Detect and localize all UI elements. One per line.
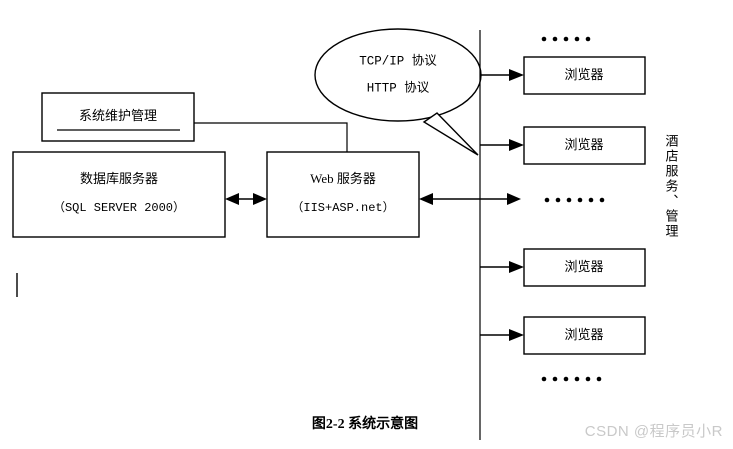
callout-tail — [422, 112, 479, 156]
browser-box-3-label: 浏览器 — [564, 259, 603, 274]
database-box-subtitle: （SQL SERVER 2000） — [53, 200, 185, 215]
arrow-to-browser-2 — [480, 139, 524, 151]
database-box — [12, 151, 226, 238]
callout-protocols: TCP/IP 协议 HTTP 协议 — [314, 28, 482, 156]
arrow-3-head — [509, 261, 524, 273]
maintenance-box-label: 系统维护管理 — [79, 108, 157, 123]
arrow-1-head — [509, 69, 524, 81]
arrow-2-head — [509, 139, 524, 151]
database-box-title: 数据库服务器 — [80, 171, 158, 186]
maintenance-box — [41, 92, 195, 142]
arrow-webserver-to-clients — [419, 193, 521, 205]
browser-box-3 — [523, 248, 646, 287]
db-web-arrowhead-right — [253, 193, 267, 205]
webserver-box-subtitle: （IIS+ASP.net） — [291, 200, 394, 215]
csdn-watermark: CSDN @程序员小R — [584, 423, 723, 440]
node-browser-3: 浏览器 — [523, 248, 646, 287]
node-database-server: 数据库服务器 （SQL SERVER 2000） — [12, 151, 226, 238]
connector-maintenance-to-webserver — [194, 122, 348, 152]
arrow-database-webserver — [225, 193, 267, 205]
arrow-4-head — [509, 329, 524, 341]
figure-caption: 图2-2 系统示意图 — [312, 415, 418, 432]
webserver-clients-arrowhead-left — [419, 193, 433, 205]
webserver-box-title: Web 服务器 — [310, 171, 376, 186]
arrow-to-browser-3 — [480, 261, 524, 273]
maintenance-webserver-path — [194, 122, 348, 152]
node-browser-2: 浏览器 — [523, 126, 646, 165]
browser-box-2-label: 浏览器 — [564, 137, 603, 152]
webserver-clients-arrowhead-right — [507, 193, 521, 205]
top-ellipsis-icon — [541, 36, 591, 42]
browser-box-4-label: 浏览器 — [564, 327, 603, 342]
webserver-box — [266, 151, 420, 238]
browser-box-2 — [523, 126, 646, 165]
arrow-to-browser-4 — [480, 329, 524, 341]
db-web-arrowhead-left — [225, 193, 239, 205]
arrow-to-browser-1 — [480, 69, 524, 81]
node-browser-4: 浏览器 — [523, 316, 646, 355]
callout-line-2: HTTP 协议 — [367, 79, 430, 95]
browser-box-1 — [523, 56, 646, 95]
node-browser-1: 浏览器 — [523, 56, 646, 95]
node-web-server: Web 服务器 （IIS+ASP.net） — [266, 151, 420, 238]
browser-box-1-label: 浏览器 — [564, 67, 603, 82]
browser-box-4 — [523, 316, 646, 355]
callout-line-1: TCP/IP 协议 — [359, 52, 437, 68]
bottom-ellipsis-icon — [541, 376, 602, 382]
middle-ellipsis-icon — [544, 197, 605, 203]
node-maintenance-management: 系统维护管理 — [41, 92, 195, 142]
clients-group-label: 酒店服务、管理 — [664, 134, 679, 239]
clients-group-label-text: 酒店服务、管理 — [664, 134, 679, 239]
callout-bubble — [314, 28, 482, 122]
